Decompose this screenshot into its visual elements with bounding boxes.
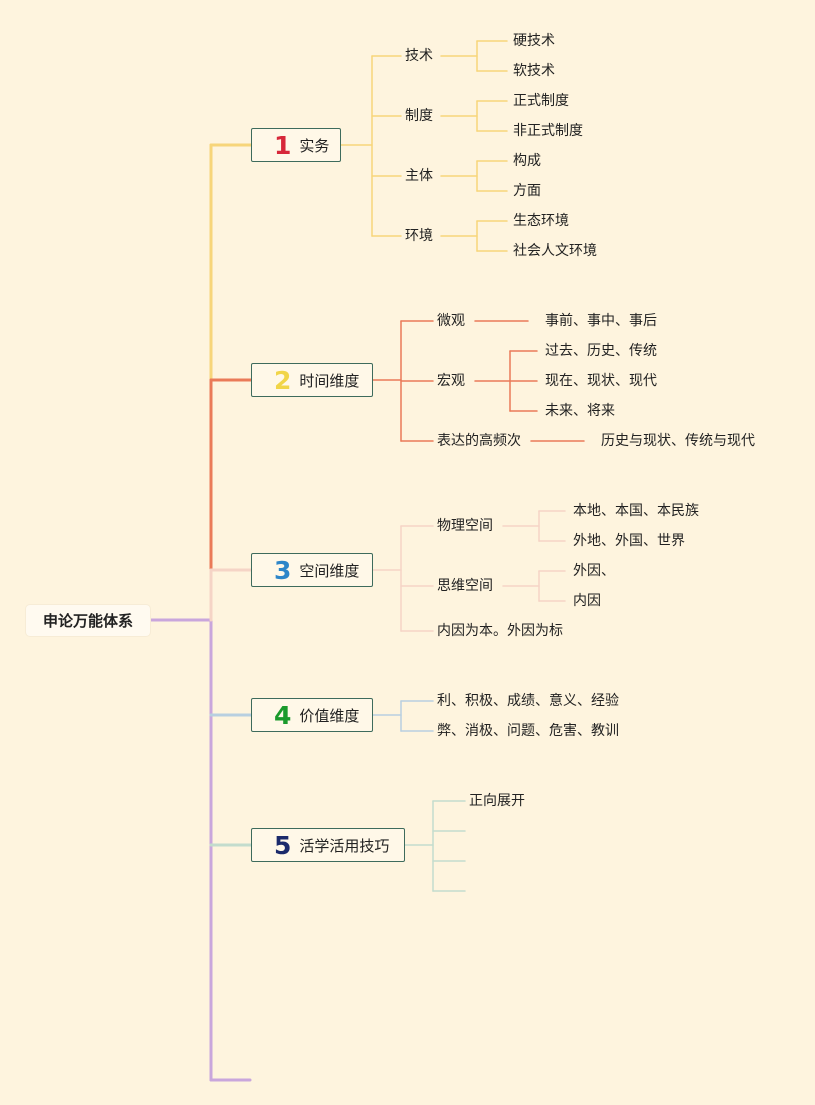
leaf-node[interactable]: 事前、事中、事后 xyxy=(545,313,657,329)
sub-node[interactable]: 思维空间 xyxy=(437,578,493,594)
branch-number-5: 5 xyxy=(274,830,292,860)
branch-number-1: 1 xyxy=(274,130,292,160)
leaf-node[interactable]: 现在、现状、现代 xyxy=(545,373,657,389)
leaf-node[interactable]: 内因 xyxy=(573,593,601,609)
sub-node[interactable]: 主体 xyxy=(405,168,433,184)
branch-node-1[interactable]: 1 实务 xyxy=(251,128,341,162)
leaf-node[interactable]: 生态环境 xyxy=(513,213,569,229)
branch-node-5[interactable]: 5 活学活用技巧 xyxy=(251,828,405,862)
sub-node[interactable]: 物理空间 xyxy=(437,518,493,534)
leaf-node[interactable]: 方面 xyxy=(513,183,541,199)
leaf-node[interactable]: 本地、本国、本民族 xyxy=(573,503,699,519)
branch-node-3[interactable]: 3 空间维度 xyxy=(251,553,373,587)
branch-title-5: 活学活用技巧 xyxy=(299,836,390,855)
leaf-node[interactable]: 外因、 xyxy=(573,563,615,579)
root-node[interactable]: 申论万能体系 xyxy=(26,605,150,636)
branch-node-4[interactable]: 4 价值维度 xyxy=(251,698,373,732)
branch-title-3: 空间维度 xyxy=(299,561,360,580)
sub-node[interactable]: 技术 xyxy=(405,48,433,64)
branch-title-2: 时间维度 xyxy=(299,371,360,390)
leaf-node[interactable]: 硬技术 xyxy=(513,33,555,49)
leaf-node[interactable]: 未来、将来 xyxy=(545,403,615,419)
sub-node[interactable]: 表达的高频次 xyxy=(437,433,521,449)
branch-node-2[interactable]: 2 时间维度 xyxy=(251,363,373,397)
branch-title-4: 价值维度 xyxy=(299,706,360,725)
leaf-node[interactable]: 正式制度 xyxy=(513,93,569,109)
branch-number-3: 3 xyxy=(274,555,292,585)
sub-node[interactable]: 正向展开 xyxy=(469,793,525,809)
branch-number-2: 2 xyxy=(274,365,292,395)
sub-node[interactable]: 微观 xyxy=(437,313,465,329)
sub-node[interactable]: 环境 xyxy=(405,228,433,244)
leaf-node[interactable]: 非正式制度 xyxy=(513,123,583,139)
leaf-node[interactable]: 过去、历史、传统 xyxy=(545,343,657,359)
branch-title-1: 实务 xyxy=(299,136,330,155)
leaf-node[interactable]: 历史与现状、传统与现代 xyxy=(601,433,755,449)
leaf-node[interactable]: 构成 xyxy=(513,153,541,169)
leaf-node[interactable]: 软技术 xyxy=(513,63,555,79)
leaf-node[interactable]: 社会人文环境 xyxy=(513,243,597,259)
sub-node[interactable]: 弊、消极、问题、危害、教训 xyxy=(437,723,619,739)
branch-number-4: 4 xyxy=(274,700,292,730)
sub-node[interactable]: 利、积极、成绩、意义、经验 xyxy=(437,693,619,709)
sub-node[interactable]: 制度 xyxy=(405,108,433,124)
sub-node[interactable]: 宏观 xyxy=(437,373,465,389)
sub-node[interactable]: 内因为本。外因为标 xyxy=(437,623,563,639)
leaf-node[interactable]: 外地、外国、世界 xyxy=(573,533,685,549)
